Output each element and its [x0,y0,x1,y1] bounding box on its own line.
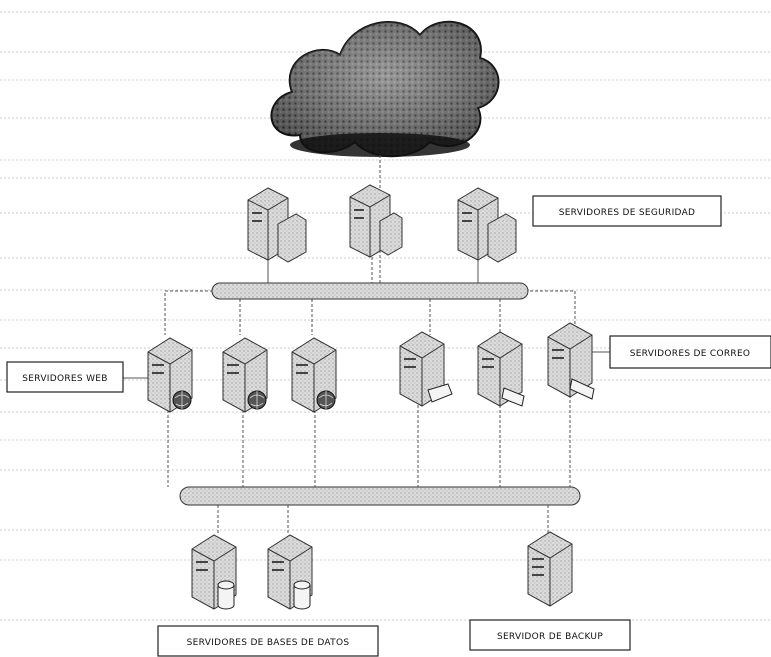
mail-server-1-icon [399,331,453,407]
web-server-3-icon [291,337,337,413]
label-databases: SERVIDORES DE BASES DE DATOS [157,625,379,657]
upper-network-bus [211,282,529,300]
database-server-2-icon [267,534,313,610]
lower-network-bus [179,486,581,506]
svg-text:SERVIDOR DE BACKUP: SERVIDOR DE BACKUP [497,632,603,642]
svg-text:SERVIDORES DE SEGURIDAD: SERVIDORES DE SEGURIDAD [559,208,696,218]
security-server-2-icon [349,184,403,258]
label-web: SERVIDORES WEB [6,361,124,393]
security-server-3-icon [457,187,517,263]
mail-server-3-icon [547,322,595,400]
mail-server-2-icon [477,331,525,407]
label-mail: SERVIDORES DE CORREO [609,335,771,369]
connection-lines [123,155,610,535]
security-server-1-icon [247,187,307,263]
svg-text:SERVIDORES DE CORREO: SERVIDORES DE CORREO [630,349,751,359]
web-server-2-icon [222,337,268,413]
database-server-1-icon [191,534,237,610]
internet-cloud-icon [270,20,500,158]
web-server-1-icon [147,337,193,413]
svg-text:SERVIDORES WEB: SERVIDORES WEB [22,374,107,384]
label-security: SERVIDORES DE SEGURIDAD [532,195,722,227]
backup-server-icon [527,531,573,607]
label-backup: SERVIDOR DE BACKUP [469,619,631,651]
svg-text:SERVIDORES DE BASES DE DATOS: SERVIDORES DE BASES DE DATOS [187,638,350,648]
